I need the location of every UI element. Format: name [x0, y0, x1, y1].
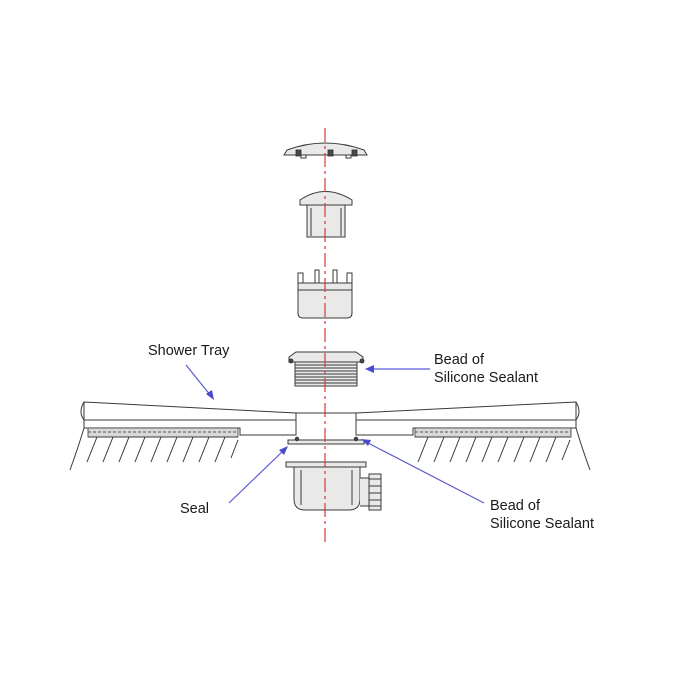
label-bead-top-line2: Silicone Sealant — [434, 370, 538, 386]
leader-bead-top — [365, 365, 430, 373]
sealant-bead-dot — [294, 436, 300, 442]
label-bead-top-line1: Bead of — [434, 352, 485, 368]
floor-hatching-left — [86, 436, 239, 463]
leader-shower-tray — [185, 364, 214, 400]
floor-hatching-right — [417, 436, 571, 463]
label-bead-bottom-line1: Bead of — [490, 498, 541, 514]
seal-ring — [287, 436, 365, 445]
trap-insert — [297, 269, 353, 319]
label-bead-bottom-line2: Silicone Sealant — [490, 516, 594, 532]
leader-seal — [228, 446, 288, 504]
sealant-bead-dot — [353, 436, 359, 442]
drain-body — [285, 461, 382, 511]
shower-tray — [69, 401, 591, 471]
label-seal: Seal — [180, 501, 209, 517]
sealant-bead-dot — [359, 358, 365, 364]
sealant-bead-dot — [288, 358, 294, 364]
label-shower-tray: Shower Tray — [148, 343, 230, 359]
leader-bead-bottom — [361, 439, 485, 504]
threaded-flange — [288, 351, 365, 387]
trap-bell — [299, 191, 353, 238]
